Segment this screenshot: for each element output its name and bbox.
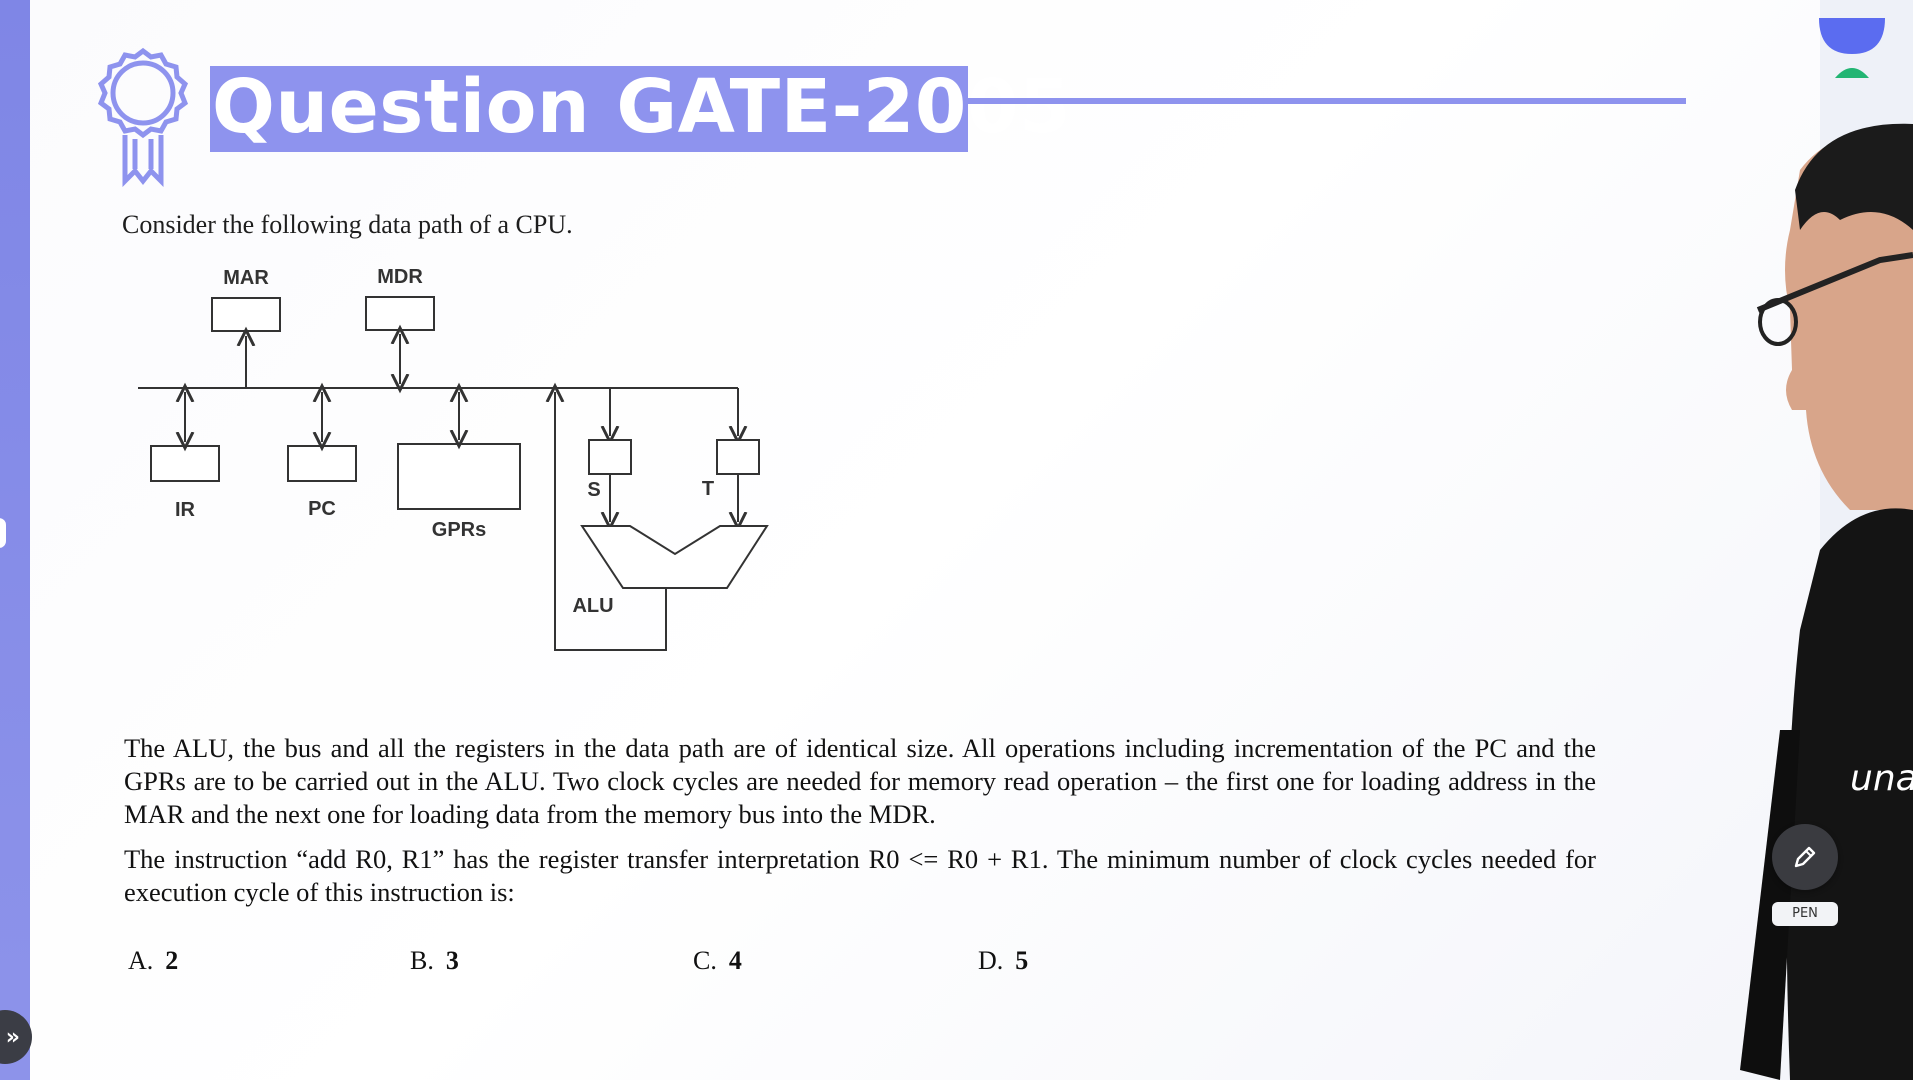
answer-options: A. 2 B. 3 C. 4 D. 5 <box>128 946 1128 982</box>
pen-icon <box>1794 846 1816 868</box>
slide-canvas <box>30 0 1820 1080</box>
double-chevron-right-icon: » <box>5 1024 20 1050</box>
gprs-register-file <box>397 443 521 510</box>
option-b-letter: B. <box>410 946 434 975</box>
gprs-label: GPRs <box>432 519 486 541</box>
question-paragraph-2: The instruction “add R0, R1” has the reg… <box>124 844 1596 907</box>
mdr-register <box>365 296 435 331</box>
ir-register <box>150 445 220 482</box>
s-label: S <box>587 479 600 501</box>
title-highlight <box>210 66 968 152</box>
question-intro: Consider the following data path of a CP… <box>122 210 573 239</box>
s-register <box>588 439 632 475</box>
t-register <box>716 439 760 475</box>
option-b-value: 3 <box>445 946 459 975</box>
mar-label: MAR <box>223 267 269 289</box>
option-c-value: 4 <box>728 946 742 975</box>
option-a-value: 2 <box>165 946 179 975</box>
brand-logo-icon <box>1819 18 1885 78</box>
pc-register <box>287 445 357 482</box>
mar-register <box>211 297 281 332</box>
option-a[interactable]: A. 2 <box>128 946 178 976</box>
title-underline <box>968 98 1686 104</box>
pen-tool-label: PEN <box>1772 902 1838 926</box>
award-ribbon-icon <box>97 47 189 187</box>
option-c[interactable]: C. 4 <box>693 946 742 976</box>
pen-tool-button[interactable] <box>1772 824 1838 890</box>
option-d-letter: D. <box>978 946 1004 975</box>
mdr-label: MDR <box>377 266 423 288</box>
pc-label: PC <box>308 498 336 520</box>
left-edge-handle <box>0 518 6 548</box>
option-d-value: 5 <box>1015 946 1029 975</box>
page-title: Question GATE-2005 <box>212 64 1071 150</box>
option-b[interactable]: B. 3 <box>410 946 459 976</box>
t-label: T <box>702 478 714 500</box>
ir-label: IR <box>175 499 196 521</box>
cpu-datapath-diagram: MAR MDR IR PC GPRs S T ALU <box>138 266 769 651</box>
presenter-video-overlay: una <box>1740 123 1913 1080</box>
question-paragraph-1: The ALU, the bus and all the registers i… <box>124 733 1596 829</box>
alu-label: ALU <box>572 595 613 617</box>
option-d[interactable]: D. 5 <box>978 946 1028 976</box>
alu-unit <box>580 525 769 589</box>
shirt-text: una <box>1850 758 1913 799</box>
option-c-letter: C. <box>693 946 717 975</box>
option-a-letter: A. <box>128 946 154 975</box>
